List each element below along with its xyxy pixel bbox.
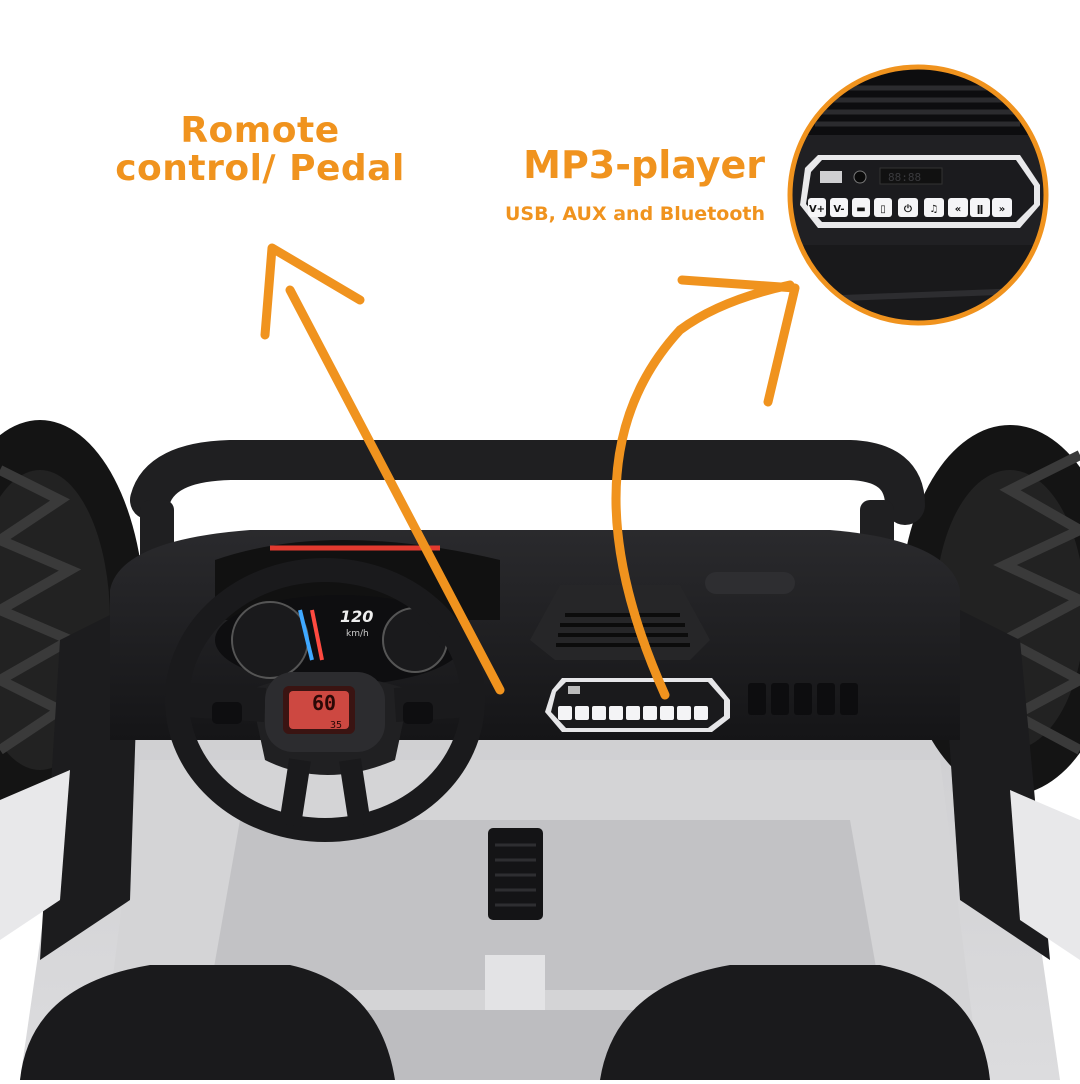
- seats: [20, 965, 990, 1080]
- wheel-display-value: 60: [312, 691, 336, 715]
- zoom-btn-pause: ǁ: [977, 204, 984, 215]
- remote-label-line2: control/ Pedal: [115, 147, 405, 189]
- mp3-player-subtitle: USB, AUX and Bluetooth: [504, 203, 765, 225]
- zoom-btn-vol-up: V+: [809, 204, 825, 215]
- wheel-display-small: 35: [330, 720, 342, 731]
- zoom-btn-music: ♫: [930, 204, 939, 215]
- mp3-player-title: MP3-player: [523, 143, 765, 187]
- arrow-remote-pedal: [260, 243, 505, 695]
- zoom-btn-power: ⏻: [904, 203, 912, 215]
- zoom-btn-mode: ▬: [856, 204, 865, 215]
- arrow-mp3: [611, 275, 800, 700]
- mp3-panel: [545, 678, 730, 732]
- mp3-zoom-inset: V+ V- ▬ ▯ ⏻ ♫ « ǁ » 88:88: [787, 64, 1049, 326]
- steering-wheel: [165, 558, 485, 842]
- pedal: [488, 828, 543, 920]
- speedo-max: 120: [340, 607, 373, 626]
- remote-pedal-label: Romote control/ Pedal: [60, 112, 460, 188]
- speedo-unit: km/h: [346, 629, 369, 639]
- zoom-display: 88:88: [888, 171, 921, 184]
- remote-label-line1: Romote: [180, 110, 340, 151]
- zoom-btn-bluetooth: ▯: [880, 204, 886, 215]
- zoom-btn-prev: «: [955, 204, 961, 215]
- zoom-btn-next: »: [999, 204, 1005, 215]
- zoom-btn-vol-down: V-: [833, 204, 844, 215]
